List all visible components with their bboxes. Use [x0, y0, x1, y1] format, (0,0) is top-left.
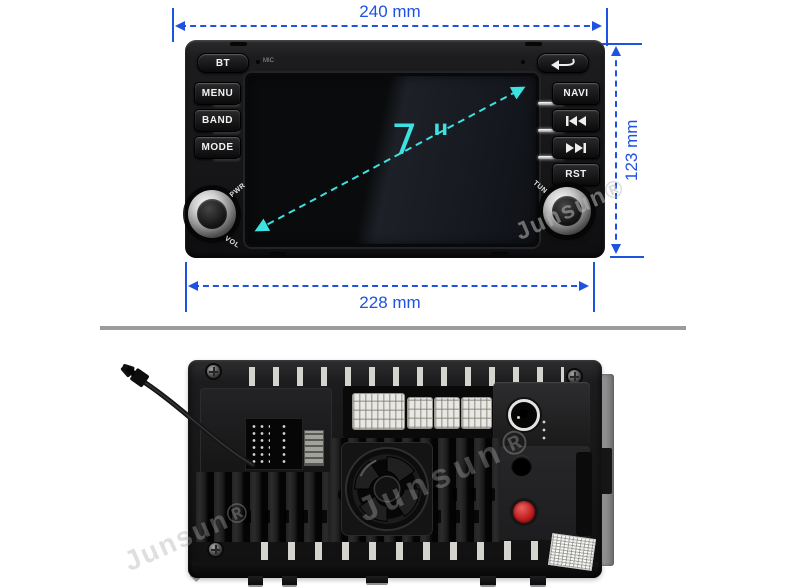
mode-button: MODE: [194, 136, 241, 159]
back-arrow-icon: [551, 58, 575, 70]
reset-button: RST: [552, 163, 600, 186]
extension-line-right: [606, 8, 608, 46]
arrowhead-right-icon: [579, 281, 589, 291]
pin-dots: [280, 423, 290, 465]
next-track-button: [552, 136, 600, 159]
button-indicator: [538, 102, 564, 105]
arrowhead-left-icon: [175, 21, 185, 31]
dimension-line-top: [180, 25, 600, 27]
corner-screw: [568, 370, 581, 383]
media-harness-connector: [407, 397, 433, 429]
mounting-foot: [366, 576, 388, 585]
menu-button-label: MENU: [201, 88, 234, 99]
head-unit-front-view: BT MIC 7 ": [185, 40, 605, 258]
menu-button: MENU: [194, 82, 241, 105]
vent-dots: [540, 418, 548, 442]
touchscreen-display: 7 ": [245, 73, 539, 247]
power-harness-connector: [352, 393, 405, 430]
mic-label: MIC: [263, 58, 274, 64]
extension-line-left: [172, 8, 174, 42]
media-harness-connector: [461, 397, 492, 429]
wire-plug: [120, 364, 149, 387]
extension-line-top: [602, 43, 642, 45]
fan-housing: [341, 442, 433, 536]
dimension-line-bottom: [193, 285, 587, 287]
corner-screw: [209, 543, 222, 556]
rca-connector-red: [513, 501, 535, 523]
mode-button-label: MODE: [201, 142, 234, 153]
band-button-label: BAND: [202, 115, 233, 126]
media-harness-connector: [434, 397, 460, 429]
extension-line-right: [593, 262, 595, 312]
panel-edge: [576, 452, 592, 536]
bottom-notch: [491, 252, 508, 256]
top-width-label: 240 mm: [359, 2, 421, 21]
top-notch: [230, 42, 247, 46]
button-indicator: [538, 156, 564, 159]
button-indicator: [538, 129, 564, 132]
reset-button-label: RST: [565, 169, 587, 180]
bt-button: BT: [197, 53, 249, 73]
volume-knob: [188, 190, 236, 238]
tune-knob-core: [552, 196, 582, 226]
screen-size-label: 7 ": [391, 115, 451, 164]
sensor-hole: [521, 60, 525, 64]
back-button: [537, 53, 589, 73]
bt-button-label: BT: [215, 57, 231, 69]
mic-hole: [256, 60, 260, 64]
antenna-wire-lead: [120, 364, 256, 468]
cooling-fan-icon: [344, 446, 430, 532]
side-height-label: 123 mm: [622, 119, 641, 181]
navi-button: NAVI: [552, 82, 600, 105]
arrowhead-left-icon: [188, 281, 198, 291]
bottom-vent-slots: [244, 541, 554, 560]
arrowhead-right-icon: [592, 21, 602, 31]
bottom-notch: [269, 252, 286, 256]
heatsink-fins-left: [196, 472, 330, 542]
arrowhead-down-icon: [611, 244, 621, 254]
mounting-foot: [480, 576, 496, 587]
bottom-rim: [192, 562, 598, 578]
band-button: BAND: [194, 109, 241, 132]
top-vent-slots: [234, 367, 564, 386]
mounting-foot: [248, 576, 263, 587]
pin-dots: [250, 423, 270, 465]
extension-line-left: [185, 262, 187, 312]
dimension-line-side: [615, 50, 617, 250]
pin-header-block: [245, 418, 303, 470]
mounting-foot: [282, 576, 297, 587]
radio-antenna-socket: [508, 399, 540, 431]
navi-button-label: NAVI: [563, 88, 589, 99]
vol-label: VOL: [223, 235, 241, 250]
corner-screw: [207, 365, 220, 378]
barcode-sticker: [547, 533, 597, 571]
extension-line-bottom: [610, 256, 644, 258]
bottom-width-label: 228 mm: [359, 293, 421, 312]
small-gray-connector: [304, 430, 324, 466]
head-unit-rear-view: [120, 360, 622, 587]
section-divider: [100, 326, 686, 330]
next-track-icon: [566, 142, 586, 153]
volume-knob-core: [197, 199, 227, 229]
mounting-foot: [530, 576, 546, 587]
screen-diagonal-arrow: [254, 86, 526, 232]
tune-knob: [543, 187, 591, 235]
aux-socket: [511, 455, 532, 476]
arrowhead-up-icon: [611, 46, 621, 56]
previous-track-button: [552, 109, 600, 132]
previous-track-icon: [566, 115, 586, 126]
top-notch: [525, 42, 542, 46]
